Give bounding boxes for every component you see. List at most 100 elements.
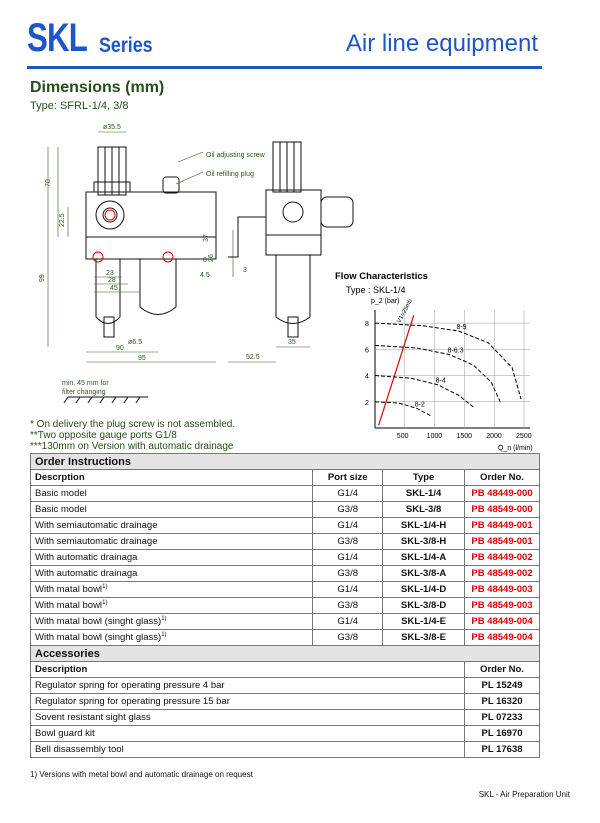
chart-title: Flow Characteristics xyxy=(335,271,428,282)
row-description: Basic model xyxy=(29,485,314,502)
table-row: Regulator spring for operating pressure … xyxy=(30,693,540,710)
order-header-cell: Order No. xyxy=(464,469,540,486)
gauge-port xyxy=(95,200,125,230)
row-description-text: Basic model xyxy=(35,504,87,515)
row-description-text: With automatic drainaga xyxy=(35,552,138,563)
svg-text:90: 90 xyxy=(116,345,124,352)
svg-text:filter changing: filter changing xyxy=(62,389,106,396)
row-order-no: PB 48449-001 xyxy=(464,517,540,534)
accessory-description: Regulator spring for operating pressure … xyxy=(30,677,465,694)
row-description-text: Basic model xyxy=(35,488,87,499)
row-port-size: G1/4 xyxy=(312,485,384,502)
accessory-order-no: PL 17638 xyxy=(464,741,540,758)
row-description: With semiautomatic drainage xyxy=(29,533,314,550)
row-footnote-mark: 1) xyxy=(161,631,167,638)
callout-oil-refill: Oil refilling plug xyxy=(206,171,254,178)
accessory-order-no: PL 16320 xyxy=(464,693,540,710)
accessories-section-row: Accessories xyxy=(30,645,540,662)
accessory-description: Bell disassembly tool xyxy=(30,741,465,758)
note-2: **Two opposite gauge ports G1/8 xyxy=(30,430,177,441)
y-tick-label: 2 xyxy=(365,400,369,407)
series-line xyxy=(374,322,522,400)
svg-text:26: 26 xyxy=(208,254,215,262)
accessory-order-no: PL 15249 xyxy=(464,677,540,694)
row-order-no: PB 48549-002 xyxy=(464,565,540,582)
svg-text:ø6.5: ø6.5 xyxy=(128,339,142,346)
lubricator-bowl xyxy=(139,259,177,315)
chart-ylabel: p_2 (bar) xyxy=(371,298,399,305)
series-label: 8-4 xyxy=(436,378,446,385)
page-title: Air line equipment xyxy=(345,30,538,57)
row-order-no: PB 48549-001 xyxy=(464,533,540,550)
y-tick-label: 4 xyxy=(365,374,369,381)
row-footnote-mark: 1) xyxy=(102,599,108,606)
row-port-size: G1/4 xyxy=(312,613,384,630)
dim-label: ø35.5 xyxy=(103,124,121,131)
footnote: 1) Versions with metal bowl and automati… xyxy=(30,770,253,779)
accessories-section-title: Accessories xyxy=(30,645,540,662)
flow-chart: Flow Characteristics Type : SKL-1/4 p_2 … xyxy=(335,271,533,452)
row-description-text: With semiautomatic drainage xyxy=(35,536,158,547)
row-order-no: PB 48549-004 xyxy=(464,629,540,646)
row-type: SKL-1/4 xyxy=(382,485,465,502)
row-port-size: G3/8 xyxy=(312,565,384,582)
accessory-description: Regulator spring for operating pressure … xyxy=(30,693,465,710)
row-description: With automatic drainaga xyxy=(29,549,314,566)
order-header-cell: Type xyxy=(382,469,465,486)
row-description-text: With matal bowl xyxy=(35,584,103,596)
row-port-size: G1/4 xyxy=(312,517,384,534)
chart-xlabel: Q_n (l/min) xyxy=(498,445,533,452)
series-label: 8-9 xyxy=(456,324,466,331)
order-section-row: Order Instructions xyxy=(30,453,540,470)
order-header-cell: Descrption xyxy=(29,469,314,486)
row-description-text: With matal bowl (singht glass) xyxy=(35,632,162,644)
row-port-size: G3/8 xyxy=(312,501,384,518)
order-section-title: Order Instructions xyxy=(30,453,540,470)
row-description-text: With matal bowl xyxy=(35,600,103,612)
y-tick-label: 6 xyxy=(365,347,369,354)
row-description: With matal bowl (singht glass)1) xyxy=(29,613,314,630)
type-label: Type: SFRL-1/4, 3/8 xyxy=(30,100,129,112)
row-order-no: PB 48449-000 xyxy=(464,485,540,502)
x-tick-label: 2500 xyxy=(516,433,532,440)
x-tick-label: 1500 xyxy=(456,433,472,440)
table-row: Regulator spring for operating pressure … xyxy=(30,677,540,694)
row-description: With automatic drainaga xyxy=(29,565,314,582)
brand-sub: Series xyxy=(99,34,153,57)
row-footnote-mark: 1) xyxy=(102,583,108,590)
row-port-size: G3/8 xyxy=(312,533,384,550)
row-type: SKL-3/8-D xyxy=(382,597,465,614)
row-port-size: G1/4 xyxy=(312,581,384,598)
row-description-text: With matal bowl (singht glass) xyxy=(35,616,162,628)
row-type: SKL-1/4-A xyxy=(382,549,465,566)
series-label: 8-2 xyxy=(415,401,425,408)
row-order-no: PB 48449-002 xyxy=(464,549,540,566)
row-type: SKL-3/8-H xyxy=(382,533,465,550)
row-description: With semiautomatic drainage xyxy=(29,517,314,534)
filter-bowl xyxy=(95,259,121,324)
svg-text:52.5: 52.5 xyxy=(246,354,260,361)
accessory-description: Sovent resistant sight glass xyxy=(30,709,465,726)
diagonal-line xyxy=(378,315,415,426)
svg-text:min. 45 mm for: min. 45 mm for xyxy=(62,380,109,387)
row-description: With matal bowl1) xyxy=(29,597,314,614)
svg-text:28: 28 xyxy=(108,277,116,284)
series-label: 8-6.3 xyxy=(448,348,464,355)
series-line xyxy=(374,344,501,402)
row-type: SKL-3/8-A xyxy=(382,565,465,582)
accessory-description: Bowl guard kit xyxy=(30,725,465,742)
row-type: SKL-1/4-E xyxy=(382,613,465,630)
row-port-size: G3/8 xyxy=(312,597,384,614)
row-footnote-mark: 1) xyxy=(161,615,167,622)
row-order-no: PB 48449-003 xyxy=(464,581,540,598)
